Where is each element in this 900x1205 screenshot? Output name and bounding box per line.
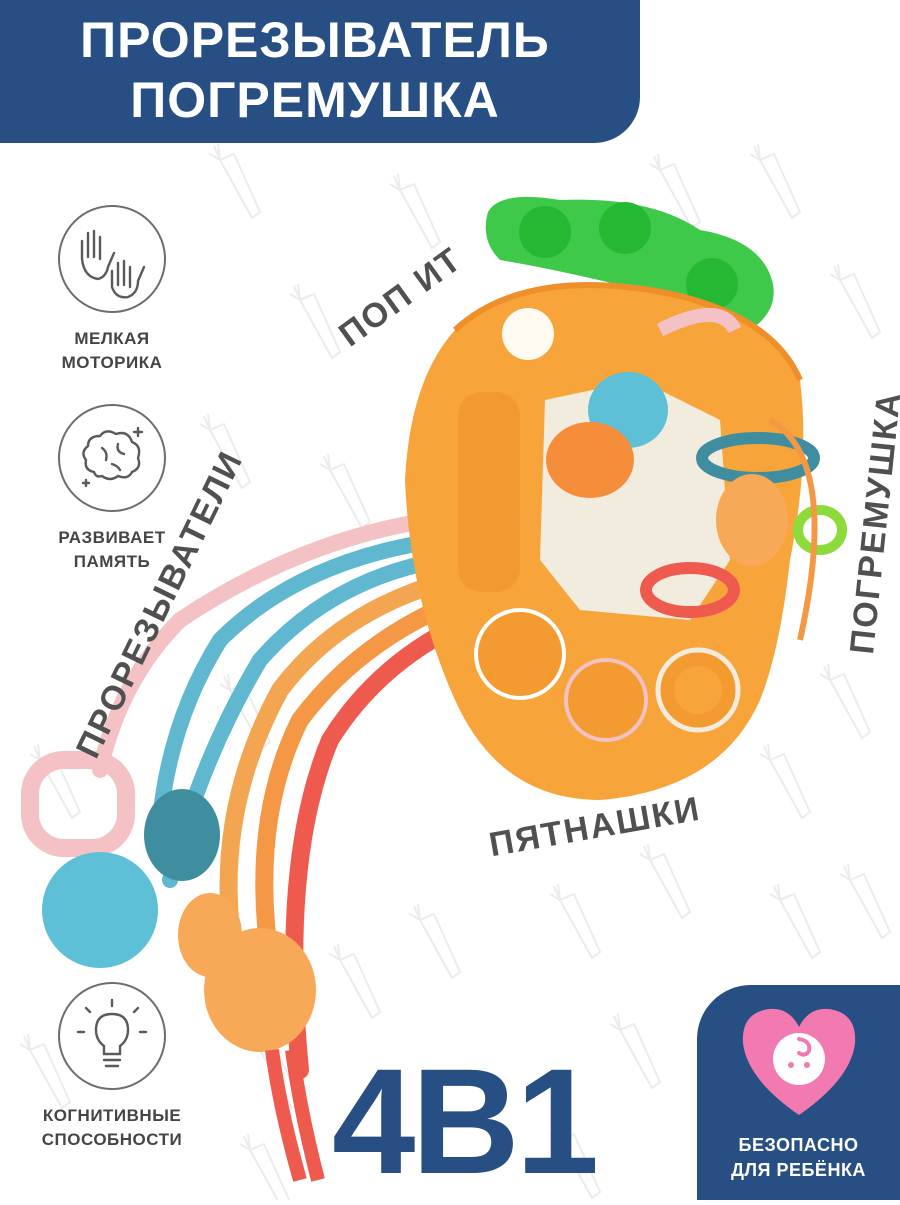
- feature-label-line-1: МЕЛКАЯ: [74, 329, 150, 348]
- feature-label-line-1: КОГНИТИВНЫЕ: [42, 1106, 182, 1125]
- safe-for-baby-badge: БЕЗОПАСНО ДЛЯ РЕБЁНКА: [697, 985, 900, 1200]
- feature-label-line-2: МОТОРИКА: [61, 353, 163, 372]
- brain-icon: [81, 426, 144, 488]
- hands-icon: [80, 229, 146, 299]
- safe-badge-line-1: БЕЗОПАСНО: [738, 1135, 859, 1155]
- four-in-one-text: 4В1: [332, 1037, 599, 1205]
- feature-label-line-2: СПОСОБНОСТИ: [41, 1130, 183, 1149]
- baby-heart-icon: [742, 1008, 856, 1115]
- title-banner: ПРОРЕЗЫВАТЕЛЬ ПОГРЕМУШКА: [0, 0, 640, 143]
- feature-fine-motor: МЕЛКАЯ МОТОРИКА: [22, 205, 202, 375]
- feature-memory: РАЗВИВАЕТ ПАМЯТЬ: [22, 404, 202, 574]
- feature-label-line-1: РАЗВИВАЕТ: [58, 528, 166, 547]
- banner-title-line-2: ПОГРЕМУШКА: [130, 72, 500, 128]
- feature-label-line-2: ПАМЯТЬ: [73, 552, 151, 571]
- feature-icon-circle: [58, 982, 166, 1090]
- feature-icon-circle: [58, 205, 166, 313]
- banner-title-line-1: ПРОРЕЗЫВАТЕЛЬ: [80, 12, 550, 68]
- feature-icon-circle: [58, 404, 166, 512]
- lightbulb-icon: [76, 998, 148, 1068]
- safe-badge-line-2: ДЛЯ РЕБЁНКА: [731, 1160, 866, 1180]
- feature-cognitive: КОГНИТИВНЫЕ СПОСОБНОСТИ: [22, 982, 202, 1152]
